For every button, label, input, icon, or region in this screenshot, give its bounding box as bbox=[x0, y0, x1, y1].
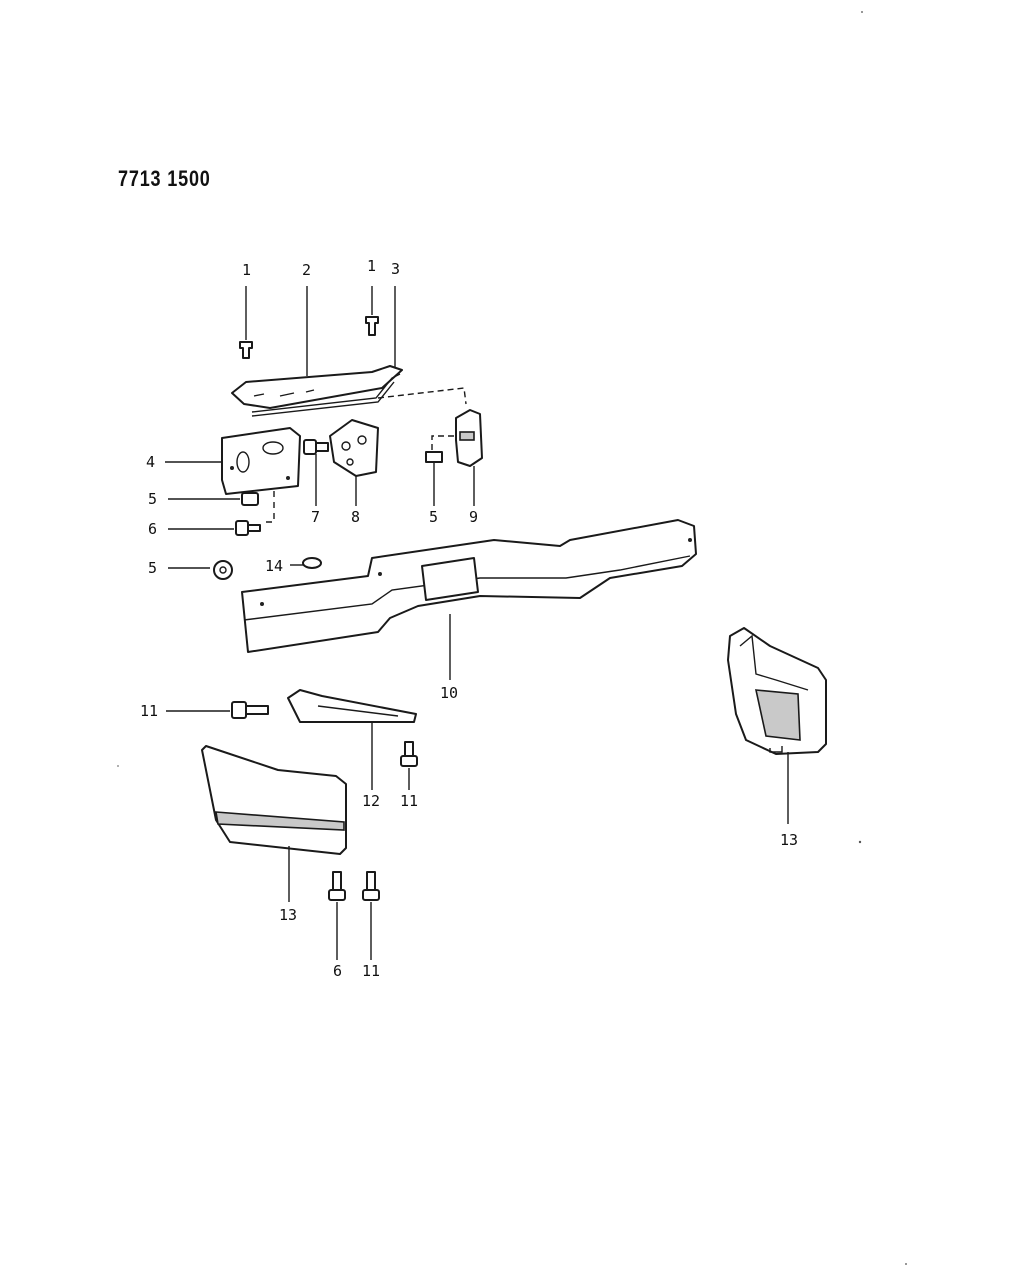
assembly-dash-line bbox=[266, 488, 275, 523]
callout-label: 7 bbox=[311, 508, 320, 526]
callout-label: 5 bbox=[148, 559, 157, 577]
bumper-end-cap-part-13-left bbox=[201, 745, 347, 902]
callout-label: 14 bbox=[265, 557, 283, 575]
callout-label: 11 bbox=[362, 962, 380, 980]
bracket-part-4 bbox=[165, 427, 301, 495]
nut-part-5-lower bbox=[168, 560, 233, 580]
bolt-part-7 bbox=[303, 439, 329, 506]
clip-part-14 bbox=[290, 557, 322, 569]
rod-part-3 bbox=[251, 286, 401, 417]
nut-part-5-middle bbox=[425, 435, 456, 506]
nut-part-5-upper bbox=[168, 492, 259, 506]
bolt-part-11-middle bbox=[400, 741, 418, 790]
callout-label: 1 bbox=[242, 261, 251, 279]
bolt-part-6-upper bbox=[168, 520, 261, 536]
callout-label: 4 bbox=[146, 453, 155, 471]
bumper-reinforcement-part-10 bbox=[241, 519, 697, 680]
clip-part-1-left bbox=[239, 286, 253, 359]
scan-speck bbox=[905, 1263, 907, 1265]
callout-label: 13 bbox=[780, 831, 798, 849]
scan-speck bbox=[117, 765, 119, 767]
callout-label: 10 bbox=[440, 684, 458, 702]
callout-label: 13 bbox=[279, 906, 297, 924]
upper-plate-part-2 bbox=[231, 286, 403, 409]
page-code: 7713 1500 bbox=[118, 166, 211, 191]
bolt-part-6-lower bbox=[328, 871, 346, 960]
bolt-part-11-lower bbox=[362, 871, 380, 960]
callout-label: 9 bbox=[469, 508, 478, 526]
callout-label: 5 bbox=[148, 490, 157, 508]
callout-label: 11 bbox=[400, 792, 418, 810]
callout-label: 1 bbox=[367, 257, 376, 275]
callout-label: 2 bbox=[302, 261, 311, 279]
scan-speck bbox=[858, 840, 862, 844]
callout-label: 6 bbox=[148, 520, 157, 538]
callout-label: 5 bbox=[429, 508, 438, 526]
bracket-part-9 bbox=[377, 387, 483, 506]
callout-label: 12 bbox=[362, 792, 380, 810]
callout-label: 11 bbox=[140, 702, 158, 720]
callout-label: 8 bbox=[351, 508, 360, 526]
scan-speck bbox=[861, 11, 863, 13]
bumper-end-cap-part-13-right bbox=[727, 627, 827, 824]
clip-part-1-right bbox=[365, 286, 379, 336]
bracket-part-12 bbox=[287, 689, 417, 790]
callout-label: 3 bbox=[391, 260, 400, 278]
callout-label: 6 bbox=[333, 962, 342, 980]
bracket-part-8 bbox=[329, 419, 379, 506]
bolt-part-11-left bbox=[166, 701, 269, 719]
